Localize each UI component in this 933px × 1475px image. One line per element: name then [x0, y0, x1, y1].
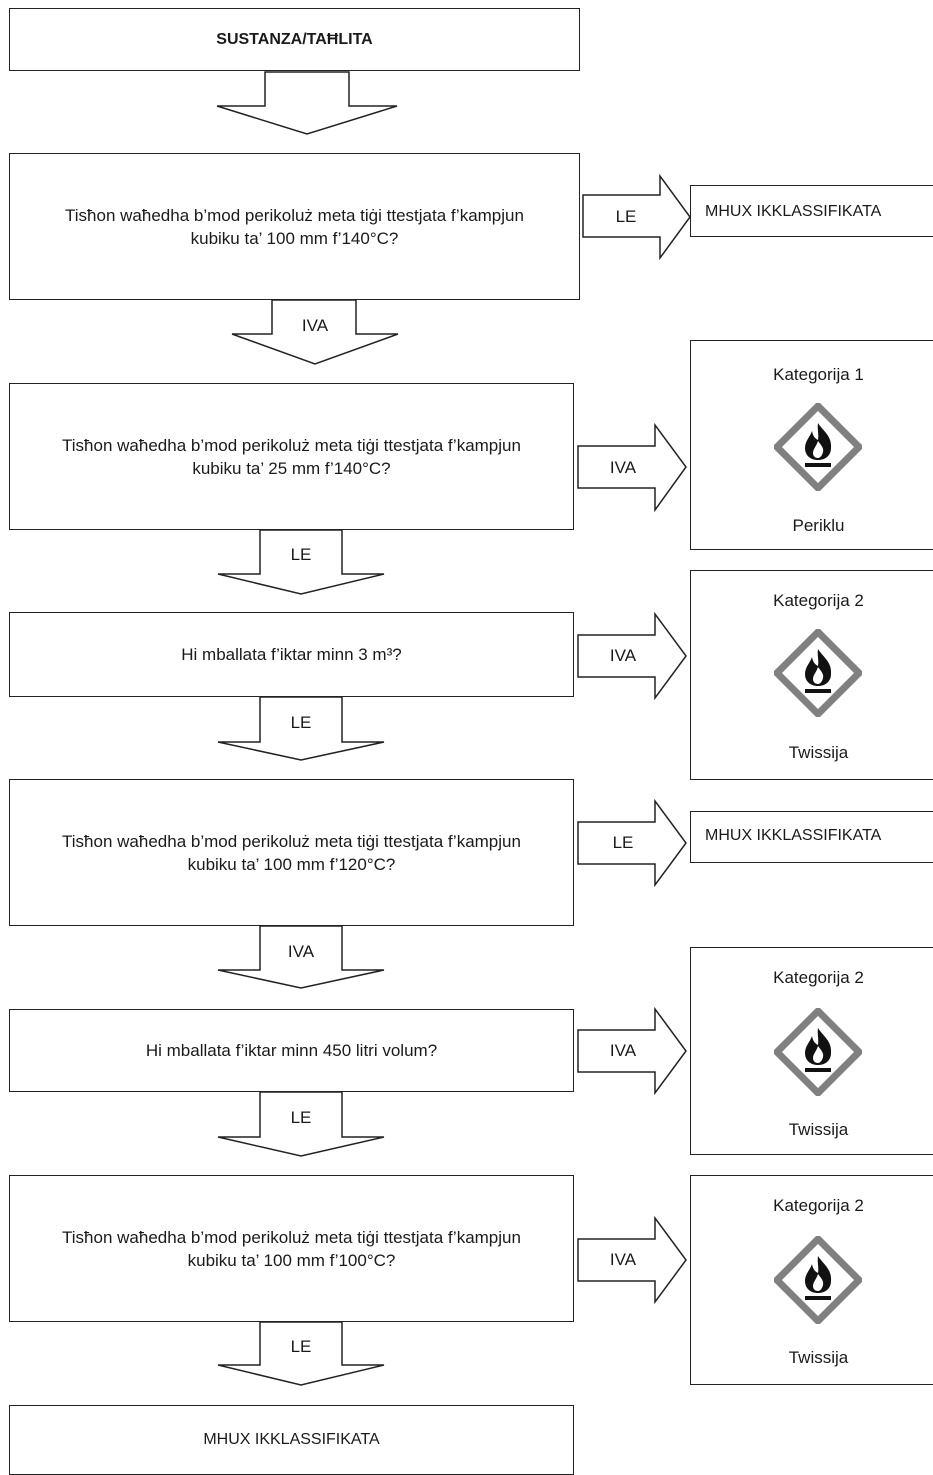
arrow-down-start: [216, 71, 398, 135]
question-box-6: Tisħon waħedha b’mod perikoluż meta tiġi…: [9, 1175, 574, 1322]
category-word-4: Twissija: [788, 1348, 849, 1367]
label-yes-q2: IVA: [609, 458, 637, 477]
question-text-5: Hi mballata f’iktar minn 450 litri volum…: [145, 1041, 438, 1060]
question-box-5: Hi mballata f’iktar minn 450 litri volum…: [9, 1009, 574, 1092]
label-yes-q4: IVA: [287, 942, 315, 961]
question-text-3: Hi mballata f’iktar minn 3 m³?: [181, 645, 402, 664]
arrow-right-q2: [577, 422, 687, 513]
flame-pictogram-icon: [774, 403, 862, 491]
arrow-right-q1: [582, 173, 691, 261]
arrow-down-q6: [217, 1321, 385, 1386]
question-box-2: Tisħon waħedha b’mod perikoluż meta tiġi…: [9, 383, 574, 530]
label-yes-q1: IVA: [301, 316, 329, 335]
arrow-down-q3: [217, 696, 385, 761]
flame-pictogram-icon: [774, 1236, 862, 1324]
label-no-q3: LE: [290, 713, 312, 732]
category-word-2: Twissija: [788, 743, 849, 762]
arrow-down-q5: [217, 1091, 385, 1157]
category-title-2: Kategorija 2: [773, 591, 864, 610]
question-box-4: Tisħon waħedha b’mod perikoluż meta tiġi…: [9, 779, 574, 926]
arrow-down-q2: [217, 529, 385, 595]
question-text-1: Tisħon waħedha b’mod perikoluż meta tiġi…: [65, 205, 524, 248]
arrow-right-q4: [577, 798, 687, 888]
not-classified-box-2: MHUX IKKLASSIFIKATA: [690, 811, 933, 863]
arrow-down-q4: [217, 925, 385, 989]
start-box: SUSTANZA/TAĦLITA: [9, 8, 580, 71]
label-no-q2: LE: [290, 545, 312, 564]
category-box-3: Kategorija 2 Twissija: [690, 947, 933, 1155]
flame-pictogram-icon: [774, 1008, 862, 1096]
category-title-4: Kategorija 2: [773, 1196, 864, 1215]
not-classified-box-1: MHUX IKKLASSIFIKATA: [690, 185, 933, 237]
category-title-3: Kategorija 2: [773, 968, 864, 987]
label-yes-q5: IVA: [609, 1041, 637, 1060]
arrow-right-q3: [577, 611, 687, 701]
category-word-3: Twissija: [788, 1120, 849, 1139]
label-yes-q6: IVA: [609, 1250, 637, 1269]
final-not-classified-box: MHUX IKKLASSIFIKATA: [9, 1405, 574, 1475]
label-no-q5: LE: [290, 1108, 312, 1127]
question-text-6: Tisħon waħedha b’mod perikoluż meta tiġi…: [62, 1227, 521, 1270]
category-box-1: Kategorija 1 Periklu: [690, 340, 933, 550]
question-box-3: Hi mballata f’iktar minn 3 m³?: [9, 612, 574, 697]
arrow-right-q5: [577, 1006, 687, 1096]
question-text-2: Tisħon waħedha b’mod perikoluż meta tiġi…: [62, 435, 521, 478]
label-yes-q3: IVA: [609, 646, 637, 665]
question-box-1: Tisħon waħedha b’mod perikoluż meta tiġi…: [9, 153, 580, 300]
category-box-4: Kategorija 2 Twissija: [690, 1175, 933, 1385]
arrow-right-q6: [577, 1215, 687, 1305]
label-no-q6: LE: [290, 1337, 312, 1356]
question-text-4: Tisħon waħedha b’mod perikoluż meta tiġi…: [62, 831, 521, 874]
flame-pictogram-icon: [774, 629, 862, 717]
label-no-q4: LE: [612, 833, 634, 852]
label-no-q1: LE: [615, 207, 637, 226]
category-title-1: Kategorija 1: [773, 365, 864, 384]
category-word-1: Periklu: [792, 516, 845, 535]
category-box-2: Kategorija 2 Twissija: [690, 570, 933, 780]
arrow-down-q1: [231, 299, 399, 365]
